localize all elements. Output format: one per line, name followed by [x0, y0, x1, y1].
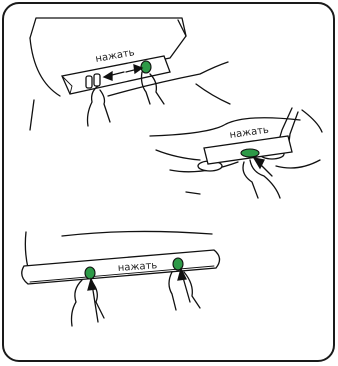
- step-1-illustration: нажать: [30, 18, 230, 130]
- step-3-right-button: [173, 258, 183, 270]
- step-3-left-button: [85, 267, 95, 279]
- step-1-bar: [62, 56, 170, 94]
- step-2-illustration: нажать: [150, 108, 322, 198]
- step-2-label: нажать: [229, 125, 270, 141]
- figure-frame: [3, 3, 334, 361]
- step-2-button: [241, 149, 259, 157]
- step-1-button: [141, 61, 151, 73]
- step-3-illustration: нажать: [22, 231, 220, 326]
